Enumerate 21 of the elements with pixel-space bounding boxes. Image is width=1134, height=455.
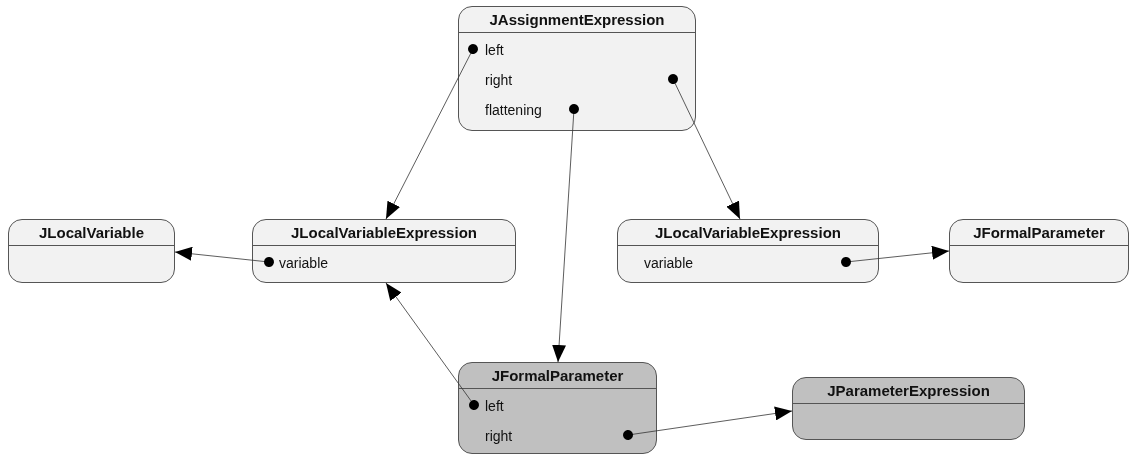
class-box (252, 219, 516, 283)
class-box (949, 219, 1129, 283)
field-name: variable (644, 255, 694, 271)
class-box (792, 377, 1025, 440)
field-name: right (485, 72, 513, 88)
field-name: left (485, 42, 504, 58)
field-name: variable (279, 255, 329, 271)
class-name: JFormalParameter (491, 367, 624, 384)
field-name: flattening (485, 102, 542, 118)
class-box (8, 219, 175, 283)
class-name: JParameterExpression (827, 382, 990, 399)
class-name: JLocalVariable (38, 224, 145, 241)
field-name: left (485, 398, 504, 414)
class-name: JLocalVariableExpression (291, 224, 477, 241)
class-name: JAssignmentExpression (489, 11, 665, 28)
class-name: JLocalVariableExpression (655, 224, 841, 241)
class-box (617, 219, 879, 283)
field-name: right (485, 428, 513, 444)
class-box (458, 362, 657, 454)
class-name: JFormalParameter (973, 224, 1105, 241)
class-box (458, 6, 696, 131)
